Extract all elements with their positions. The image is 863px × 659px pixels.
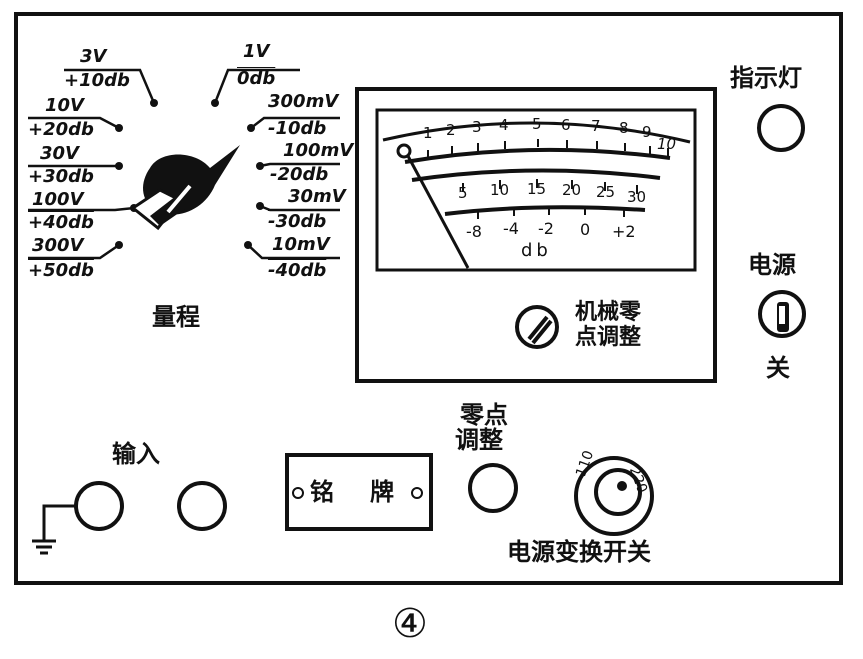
- range-300mv-db-label: -10db: [268, 118, 327, 139]
- scale2-tick-label: 30: [627, 188, 647, 206]
- nameplate-text-b: 牌: [370, 478, 394, 506]
- nameplate: [285, 453, 433, 531]
- range-300v-label: 300V: [32, 235, 84, 256]
- scale1-tick-label: 10: [657, 135, 677, 153]
- input-terminal-signal[interactable]: [177, 481, 227, 531]
- scale3-tick-label: +2: [612, 222, 636, 241]
- range-100mv-label: 100mV: [283, 140, 354, 161]
- scale1-tick-label: 2: [446, 121, 456, 139]
- range-1v-label: 1V: [243, 41, 270, 62]
- mech-zero-label-line1: 机械零: [575, 300, 642, 325]
- scale3-tick-label: 0: [580, 220, 591, 239]
- range-100v-label: 100V: [32, 189, 84, 210]
- scale2-tick-label: 20: [562, 181, 582, 199]
- scale2-tick-label: 10: [490, 181, 510, 199]
- range-300v-db-label: +50db: [28, 260, 94, 281]
- scale3-tick-label: -4: [503, 219, 519, 238]
- indicator-lamp: [757, 104, 805, 152]
- range-10v-db-label: +20db: [28, 119, 94, 140]
- power-label: 电源: [748, 251, 796, 279]
- range-30mv-db-label: -30db: [268, 211, 327, 232]
- scale1-tick-label: 1: [423, 124, 433, 142]
- range-contact-dot: [115, 124, 123, 132]
- scale3-tick-label: -8: [466, 222, 482, 241]
- db-unit-label: db: [521, 240, 552, 261]
- scale1-tick-label: 3: [472, 118, 482, 136]
- scale2-tick-label: 15: [527, 180, 547, 198]
- range-1v-db-label: 0db: [237, 68, 276, 89]
- input-label: 输入: [112, 440, 160, 468]
- voltage-switch-label: 电源变换开关: [507, 538, 651, 566]
- nameplate-screw: [411, 487, 423, 499]
- scale1-tick-label: 4: [499, 116, 509, 134]
- range-30v-db-label: +30db: [28, 166, 94, 187]
- scale1-tick-label: 9: [642, 123, 652, 141]
- range-label: 量程: [152, 303, 200, 331]
- range-10v-label: 10V: [45, 95, 84, 116]
- scale1-tick-label: 6: [561, 116, 571, 134]
- scale1-tick-label: 8: [619, 119, 629, 137]
- scale1-tick-label: 7: [591, 117, 601, 135]
- range-100v-db-label: +40db: [28, 212, 94, 233]
- scale1-tick-label: 5: [532, 115, 542, 133]
- zero-adjust-knob[interactable]: [468, 463, 518, 513]
- range-3v-db-label: +10db: [64, 70, 130, 91]
- mechanical-zero-screw[interactable]: [515, 305, 559, 349]
- range-10mv-db-label: -40db: [268, 260, 327, 281]
- scale3-tick-label: -2: [538, 219, 554, 238]
- nameplate-text-a: 铭: [310, 478, 334, 506]
- range-10mv-label: 10mV: [272, 234, 330, 255]
- mech-zero-label-line2: 点调整: [575, 325, 642, 350]
- range-100mv-db-label: -20db: [270, 164, 329, 185]
- power-toggle-switch[interactable]: [757, 288, 807, 344]
- range-3v-label: 3V: [80, 46, 107, 67]
- zero-adjust-label-line1: 零点: [460, 401, 508, 429]
- scale2-tick-label: 25: [596, 183, 616, 201]
- power-off-label: 关: [766, 354, 790, 382]
- indicator-label: 指示灯: [730, 64, 802, 92]
- screw-slot-icon: [527, 315, 553, 345]
- range-300mv-label: 300mV: [268, 91, 339, 112]
- range-30v-label: 30V: [40, 143, 79, 164]
- meter-needle: [406, 155, 470, 269]
- input-terminal-ground[interactable]: [74, 481, 124, 531]
- figure-number: ④: [392, 601, 428, 647]
- range-selector-knob: [130, 145, 240, 231]
- needle-pivot: [396, 143, 412, 159]
- nameplate-screw: [292, 487, 304, 499]
- zero-adjust-label-line2: 调整: [455, 426, 503, 454]
- voltage-selector-switch[interactable]: [570, 452, 658, 540]
- range-30mv-label: 30mV: [288, 186, 346, 207]
- scale2-tick-label: 5: [458, 184, 468, 202]
